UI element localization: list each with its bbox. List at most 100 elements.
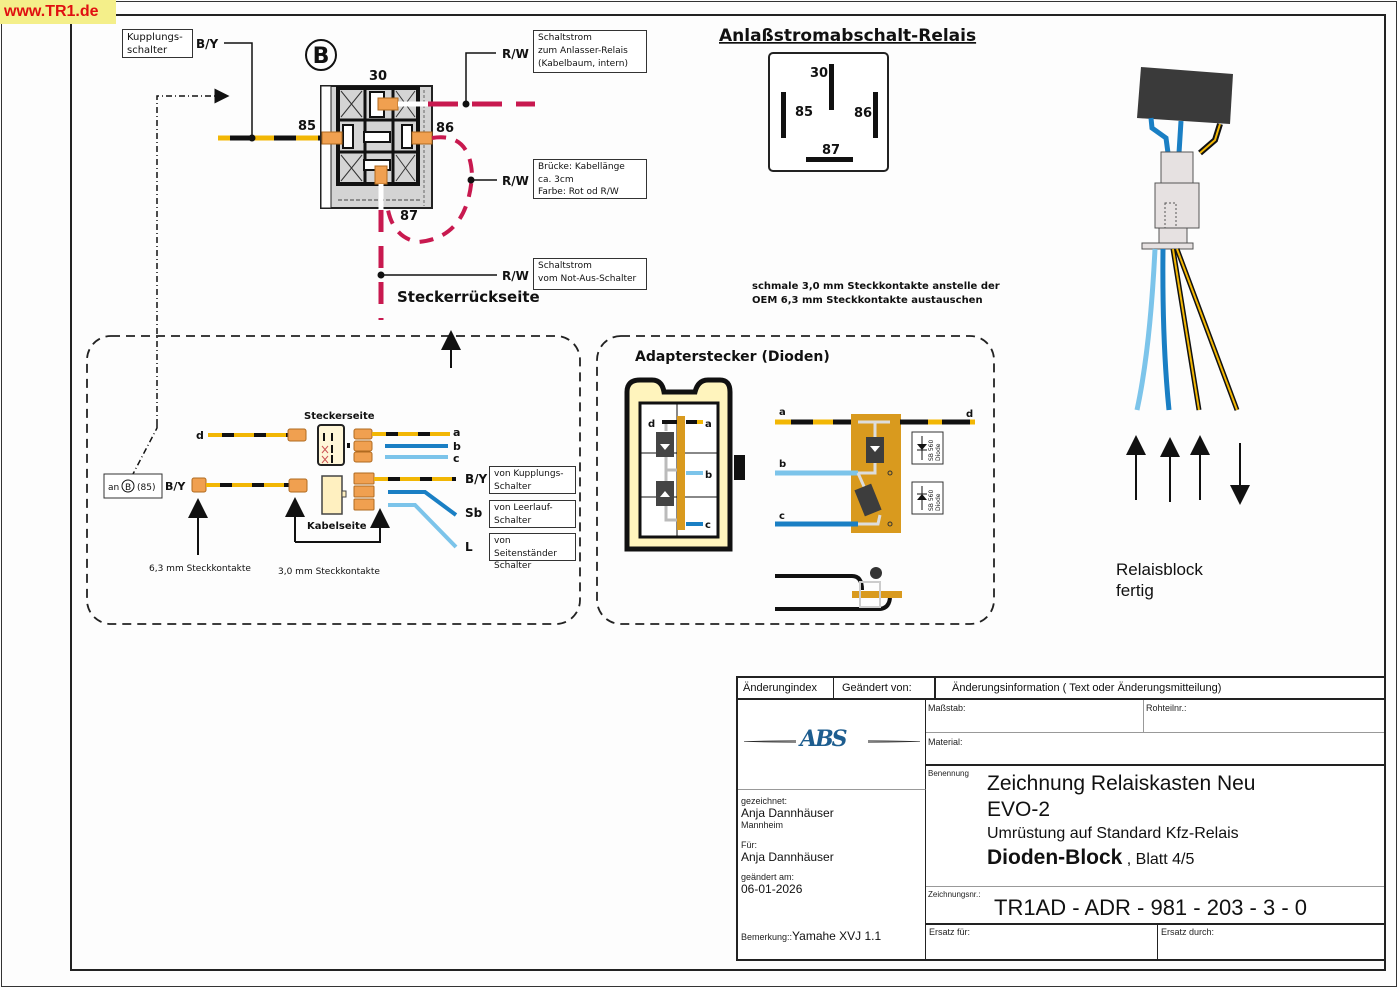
kupplung-source-box: von Kupplungs- Schalter [489, 466, 576, 494]
header-change-info: Änderungsinformation ( Text oder Änderun… [936, 678, 1384, 700]
housing-label-a: a [705, 419, 712, 430]
material-label: Material: [926, 733, 1384, 766]
an-b-suffix: (85) [137, 483, 155, 493]
title-line-3: Umrüstung auf Standard Kfz-Relais [987, 825, 1239, 842]
kupplung-box: Kupplungs- schalter [122, 29, 193, 58]
terminal [288, 478, 308, 493]
relay-marker-letter: B [313, 44, 330, 69]
housing-label-d: d [648, 419, 655, 430]
finished-caption-1: Relaisblock [1116, 560, 1203, 579]
raw-part-label: Rohteilnr.: [1144, 700, 1384, 733]
sheet-number: , Blatt 4/5 [1122, 851, 1195, 868]
diode-legend-1: SB 560 Diode [911, 431, 944, 465]
changed-on-label: geändert am: [741, 872, 795, 882]
plug-body [1154, 182, 1200, 229]
pin-86-label: 86 [436, 121, 454, 136]
wire-by-label: B/Y [196, 37, 219, 51]
standard-relay-group: Anlaßstromabschalt-Relais 30 85 86 87 sc… [719, 26, 1000, 306]
source-box-line: von Seitenständer [494, 536, 557, 559]
relay-outline [768, 52, 889, 172]
wire-b-label: b [453, 440, 461, 453]
connector-panel-border [86, 335, 581, 625]
adapter-panel-border [596, 335, 995, 625]
drawn-by-name: Anja Dannhäuser [741, 806, 834, 820]
rw-lead-1 [465, 52, 496, 104]
source-box-line: von Kupplungs- [494, 469, 564, 479]
junction-dot [377, 271, 385, 279]
kupplung-wire [224, 42, 253, 138]
pin-30-bar [829, 64, 834, 110]
contact-note-line2: OEM 6,3 mm Steckkontakte austauschen [752, 295, 983, 306]
pin-85-label: 85 [298, 119, 316, 134]
logo-swoosh-right [868, 740, 920, 743]
relay-housing-icon [1137, 67, 1233, 124]
kabelseite-label: Kabelseite [307, 521, 367, 532]
pin-85-bar [781, 92, 786, 138]
relay-wiring-group: B 30 85 86 87 B/Y R/W R/W R/W Steckerrüc… [156, 37, 540, 425]
diode-word-label: Diode [935, 493, 942, 511]
diode-icon [854, 483, 882, 517]
by-right-label: B/Y [465, 472, 488, 486]
wire-a-label: a [453, 426, 460, 439]
dashdot-link [156, 88, 230, 425]
drawing-frame [70, 14, 1386, 971]
bruecke-box-line: Farbe: Rot od R/W [538, 187, 619, 197]
title-line-2: EVO-2 [987, 798, 1051, 821]
pcb-label-a: a [779, 407, 786, 418]
junction-dot [467, 176, 475, 184]
diode-legend-2: SB 560 Diode [911, 481, 944, 515]
logo-swoosh-left [744, 740, 796, 743]
diode-word-label: Diode [935, 443, 942, 461]
anlasser-box-line: Schaltstrom [538, 33, 592, 43]
adapter-panel: Adapterstecker (Dioden) d a b c [596, 335, 995, 625]
latch [734, 455, 745, 480]
title-line-1: Zeichnung Relaiskasten Neu [987, 772, 1256, 795]
source-box-line: Schalter [494, 561, 532, 571]
an-b-marker: B [125, 483, 131, 493]
notaus-box-line: Schaltstrom [538, 261, 592, 271]
dashdot-link [132, 425, 158, 475]
terminal [353, 428, 373, 440]
finished-caption-2: fertig [1116, 581, 1154, 600]
note-63-label: 6,3 mm Steckkontakte [149, 564, 251, 574]
l-label: L [465, 540, 473, 554]
notaus-box: Schaltstrom vom Not-Aus-Schalter [533, 258, 647, 290]
source-box-line: Schalter [494, 481, 532, 492]
standard-relay-title: Anlaßstromabschalt-Relais [719, 26, 976, 46]
rw-label-2: R/W [502, 174, 529, 188]
header-change-index: Änderungindex [738, 678, 834, 700]
rw-label-3: R/W [502, 269, 529, 283]
anlasser-box-line: (Kabelbaum, intern) [538, 59, 628, 69]
wire-l [388, 503, 458, 549]
title-block: Änderungindex Geändert von: Änderungsinf… [736, 676, 1386, 961]
for-name: Anja Dannhäuser [741, 850, 834, 864]
wire-c-label: c [453, 452, 460, 465]
pin-85-label: 85 [795, 105, 813, 120]
pin-30-label: 30 [369, 69, 387, 84]
bruecke-box: Brücke: Kabellänge ca. 3cm Farbe: Rot od… [533, 159, 647, 199]
sb-label: Sb [465, 506, 483, 520]
terminal [353, 472, 375, 485]
designation-label: Benennung [928, 769, 969, 778]
relay-marker-circle [305, 39, 337, 71]
watermark-link[interactable]: www.TR1.de [0, 0, 116, 24]
diode-model-label: SB 560 [928, 490, 935, 511]
note-30-label: 3,0 mm Steckkontakte [278, 567, 380, 577]
designation-cell: Benennung Zeichnung Relaiskasten Neu EVO… [926, 766, 1384, 887]
logo-text: ABS [800, 726, 848, 752]
terminal [353, 440, 373, 452]
replaces-label: Ersatz für: [926, 925, 1158, 959]
drawn-by-cell: gezeichnet: Anja Dannhäuser Mannheim Für… [738, 790, 926, 925]
wire-blue [1160, 248, 1172, 411]
steckerseite-label: Steckerseite [304, 411, 375, 422]
kupplung-box-line: schalter [127, 45, 168, 56]
remark-value: Yamahe XVJ 1.1 [792, 929, 882, 943]
bruecke-box-line: Brücke: Kabellänge [538, 162, 625, 172]
drawing-number: TR1AD - ADR - 981 - 203 - 3 - 0 [994, 895, 1307, 920]
terminal [353, 451, 373, 463]
leerlauf-source-box: von Leerlauf- Schalter [489, 500, 576, 528]
scale-label: Maßstab: [926, 700, 1144, 733]
title-line-4: Dioden-Block , Blatt 4/5 [987, 846, 1194, 872]
pin-30-label: 30 [810, 66, 828, 81]
